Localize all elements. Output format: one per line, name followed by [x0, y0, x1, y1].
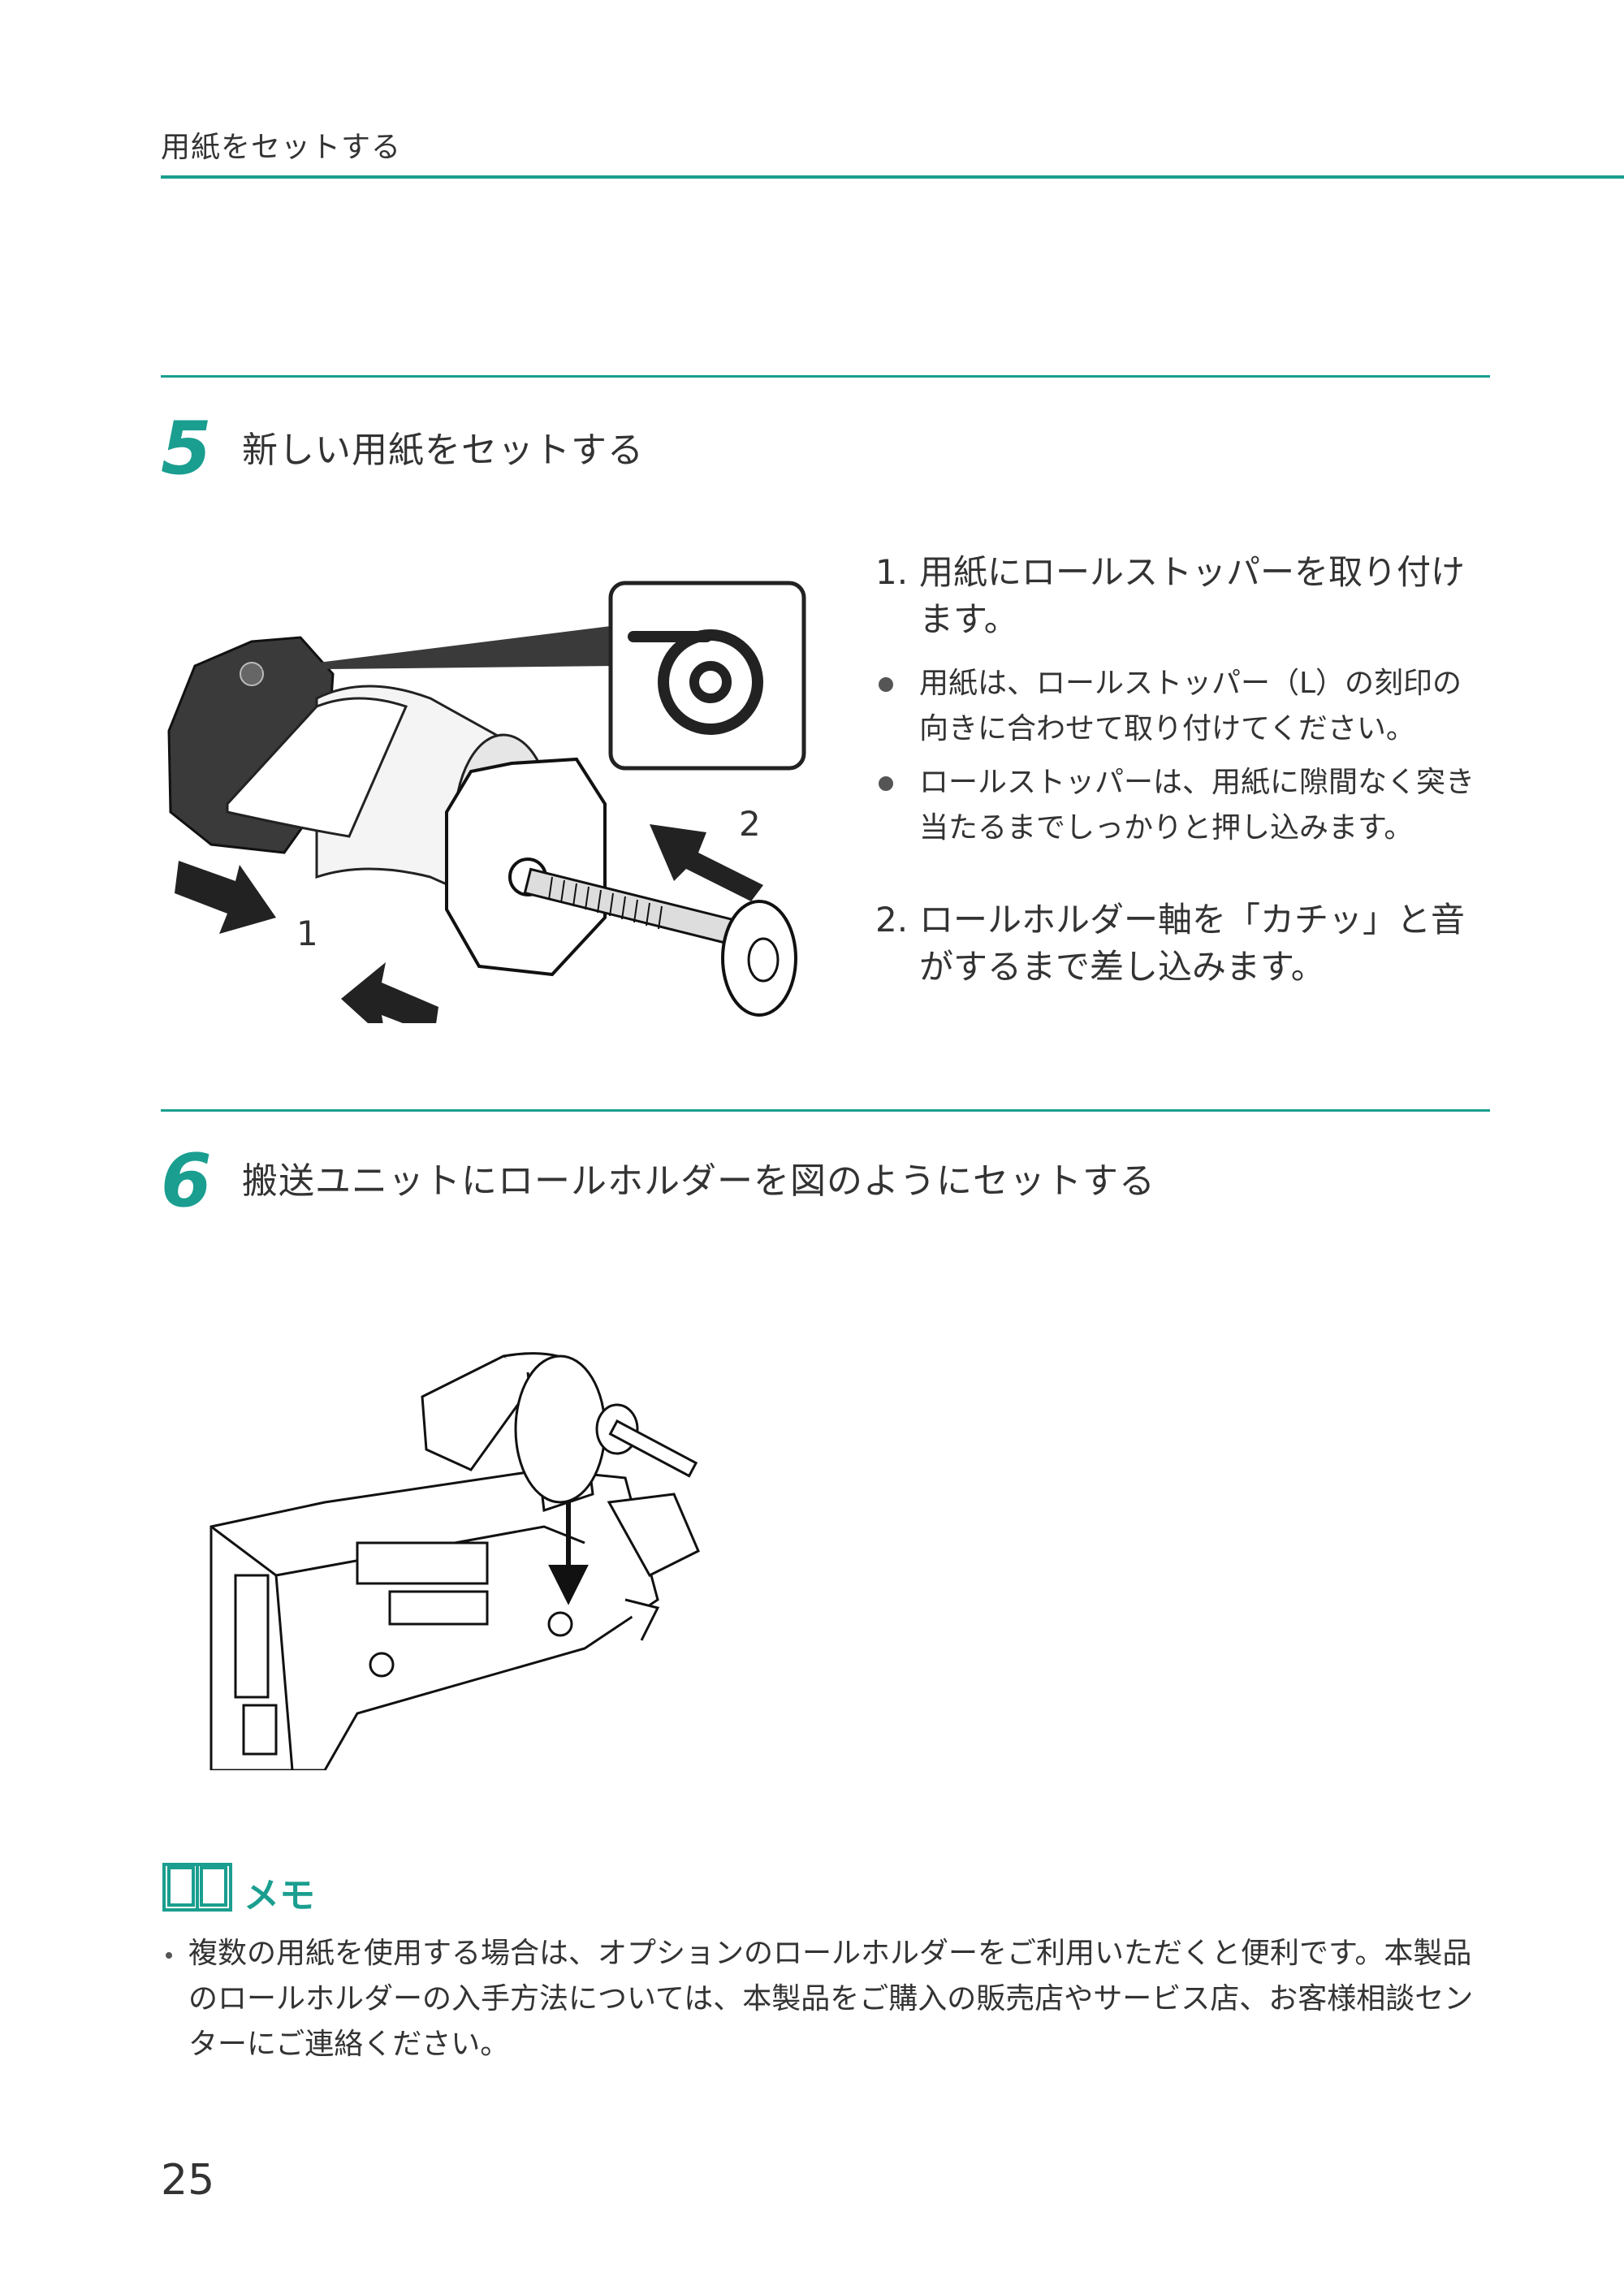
step-5-title: 新しい用紙をセットする	[242, 430, 644, 471]
transport-unit-illustration	[209, 1352, 700, 1770]
instruction-1-line2: ます。	[919, 599, 1018, 639]
step-5-rule	[161, 375, 1490, 378]
bullet-1-line2: 向きに合わせて取り付けてください。	[919, 712, 1415, 745]
book-icon	[162, 1863, 232, 1912]
bullet-dot	[879, 677, 893, 692]
memo-title: メモ	[244, 1875, 315, 1916]
bullet-2-line2: 当たるまでしっかりと押し込みます。	[919, 811, 1414, 845]
page-number: 25	[161, 2156, 215, 2205]
memo-bullet-dot	[166, 1952, 172, 1959]
running-header: 用紙をセットする	[161, 131, 402, 164]
instruction-2-line2: がするまで差し込みます。	[919, 947, 1325, 987]
bullet-2-line1: ロールストッパーは、用紙に隙間なく突き	[919, 766, 1475, 799]
bullet-1: 用紙は、ロールストッパー（L）の刻印の 向きに合わせて取り付けてください。	[875, 661, 1504, 752]
roll-setup-illustration	[167, 581, 806, 1023]
instruction-2-line1: ロールホルダー軸を「カチッ」と音	[919, 900, 1466, 940]
step-6-number: 6	[161, 1138, 212, 1224]
bullet-dot	[879, 776, 893, 791]
memo-line-2: のロールホルダーの入手方法については、本製品をご購入の販売店やサービス店、お客様…	[188, 1982, 1474, 2015]
bullet-2: ロールストッパーは、用紙に隙間なく突き 当たるまでしっかりと押し込みます。	[875, 760, 1504, 851]
memo-line-3: ターにご連絡ください。	[188, 2028, 510, 2061]
memo-line-1: 複数の用紙を使用する場合は、オプションのロールホルダーをご利用いただくと便利です…	[188, 1937, 1472, 1970]
figure1-label-2: 2	[739, 804, 761, 844]
instruction-2: 2.ロールホルダー軸を「カチッ」と音 がするまで差し込みます。	[875, 896, 1492, 991]
memo-text: 複数の用紙を使用する場合は、オプションのロールホルダーをご利用いただくと便利です…	[166, 1931, 1504, 2067]
header-rule	[161, 175, 1624, 179]
instruction-1: 1.用紙にロールストッパーを取り付け ます。	[875, 549, 1492, 643]
instruction-2-number: 2.	[875, 900, 909, 940]
step-6-rule	[161, 1109, 1490, 1112]
step-5-number: 5	[161, 406, 212, 491]
figure1-label-1: 1	[296, 914, 318, 953]
bullet-1-line1: 用紙は、ロールストッパー（L）の刻印の	[919, 667, 1462, 700]
instruction-1-line1: 用紙にロールストッパーを取り付け	[919, 552, 1466, 592]
step-6-title: 搬送ユニットにロールホルダーを図のようにセットする	[242, 1160, 1155, 1202]
instruction-1-number: 1.	[875, 552, 909, 592]
